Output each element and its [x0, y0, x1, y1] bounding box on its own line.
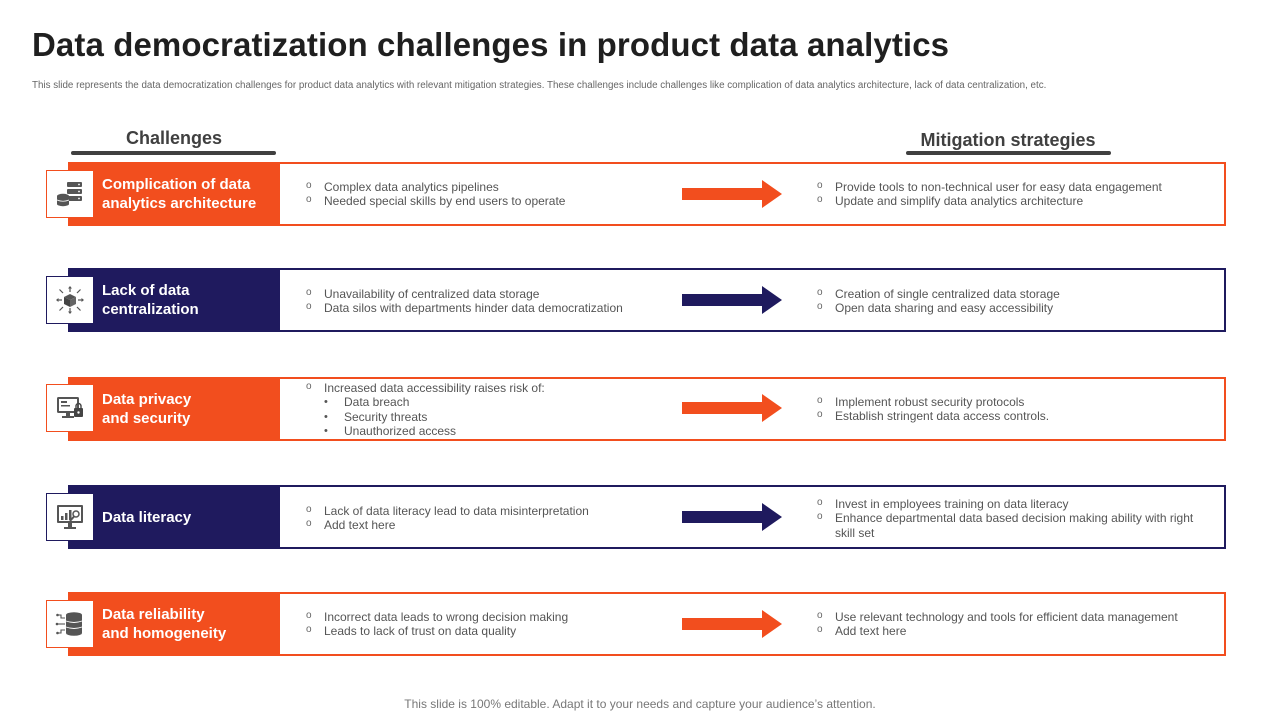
challenge-label-line: Data privacy — [102, 391, 192, 408]
challenge-label-block: Complication of data analytics architect… — [68, 162, 280, 226]
list-item: Leads to lack of trust on data quality — [306, 623, 568, 638]
arrow-right-icon — [682, 394, 782, 422]
list-item: Implement robust security protocols — [817, 394, 1049, 409]
secure-monitor-icon — [46, 384, 94, 432]
challenge-label-line: analytics architecture — [102, 195, 257, 212]
list-item: Data silos with departments hinder data … — [306, 300, 623, 315]
challenge-list-4: Lack of data literacy lead to data misin… — [306, 503, 589, 533]
list-item: Increased data accessibility raises risk… — [306, 380, 545, 395]
challenge-label-line: Lack of data — [102, 282, 190, 299]
mitigation-list-2: Creation of single centralized data stor… — [817, 286, 1060, 316]
challenge-label-line: Data reliability — [102, 606, 205, 623]
arrow-right-icon — [682, 286, 782, 314]
list-item: Provide tools to non-technical user for … — [817, 179, 1162, 194]
challenge-label-line: and homogeneity — [102, 625, 227, 642]
challenge-label-line: Data literacy — [102, 508, 192, 526]
mitigation-list-5: Use relevant technology and tools for ef… — [817, 609, 1178, 639]
database-network-icon — [46, 600, 94, 648]
page-subtitle: This slide represents the data democrati… — [32, 80, 1047, 91]
challenge-label-block: Lack of data centralization — [68, 268, 280, 332]
server-database-icon — [46, 170, 94, 218]
challenge-list-5: Incorrect data leads to wrong decision m… — [306, 609, 568, 639]
mitigation-list-1: Provide tools to non-technical user for … — [817, 179, 1162, 209]
centralized-cube-icon — [46, 276, 94, 324]
challenge-label-line: Complication of data — [102, 176, 251, 193]
list-item: Establish stringent data access controls… — [817, 408, 1049, 423]
list-item: Open data sharing and easy accessibility — [817, 300, 1060, 315]
arrow-right-icon — [682, 180, 782, 208]
list-item: Complex data analytics pipelines — [306, 179, 565, 194]
analytics-presentation-icon — [46, 493, 94, 541]
list-item: Needed special skills by end users to op… — [306, 193, 565, 208]
list-item: Creation of single centralized data stor… — [817, 286, 1060, 301]
mitigation-list-4: Invest in employees training on data lit… — [817, 496, 1207, 540]
list-item: Incorrect data leads to wrong decision m… — [306, 609, 568, 624]
mitigation-header-underline — [906, 151, 1111, 155]
sub-list-item: Security threats — [306, 410, 545, 425]
challenge-row-3: Data privacy and security — [68, 377, 1226, 441]
list-item: Update and simplify data analytics archi… — [817, 193, 1162, 208]
challenges-header: Challenges — [125, 128, 223, 148]
challenge-list-2: Unavailability of centralized data stora… — [306, 286, 623, 316]
footer-note: This slide is 100% editable. Adapt it to… — [404, 697, 876, 711]
list-item: Enhance departmental data based decision… — [817, 510, 1207, 540]
page-title: Data democratization challenges in produ… — [32, 26, 950, 63]
challenge-label-line: centralization — [102, 301, 199, 318]
challenge-label-line: and security — [102, 410, 191, 427]
challenge-list-3: Increased data accessibility raises risk… — [306, 380, 545, 439]
challenge-label-block: Data reliability and homogeneity — [68, 592, 280, 656]
sub-list-item: Unauthorized access — [306, 424, 545, 439]
arrow-right-icon — [682, 503, 782, 531]
list-item: Add text here — [306, 517, 589, 532]
arrow-right-icon — [682, 610, 782, 638]
mitigation-list-3: Implement robust security protocols Esta… — [817, 394, 1049, 424]
list-item: Unavailability of centralized data stora… — [306, 286, 623, 301]
mitigation-header: Mitigation strategies — [920, 130, 1096, 150]
challenge-label-block: Data privacy and security — [68, 377, 280, 441]
list-item: Use relevant technology and tools for ef… — [817, 609, 1178, 624]
list-item: Invest in employees training on data lit… — [817, 496, 1207, 511]
sub-list-item: Data breach — [306, 395, 545, 410]
list-item: Add text here — [817, 623, 1178, 638]
list-item: Lack of data literacy lead to data misin… — [306, 503, 589, 518]
challenge-list-1: Complex data analytics pipelines Needed … — [306, 179, 565, 209]
challenge-label-block: Data literacy — [68, 485, 280, 549]
challenges-header-underline — [71, 151, 276, 155]
